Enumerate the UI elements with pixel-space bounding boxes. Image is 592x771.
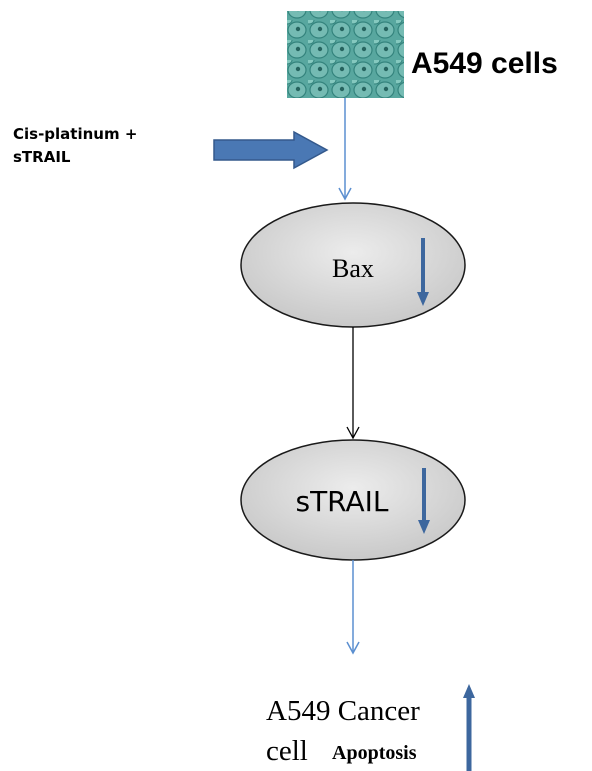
bax-down-arrow [417, 238, 429, 306]
cells-image [287, 11, 404, 98]
outcome-line2-b: Apoptosis [332, 742, 417, 764]
strail-label: sTRAIL [295, 485, 388, 518]
treatment-block-arrow [213, 130, 329, 170]
strail-down-arrow [418, 468, 430, 534]
bax-label: Bax [332, 254, 374, 283]
apoptosis-up-arrow [463, 684, 475, 771]
outcome-line1: A549 Cancer [266, 695, 420, 727]
connector-strail-to-outcome [346, 560, 360, 655]
connector-bax-to-strail [346, 327, 360, 440]
treatment-label-line1: Cis-platinum + [13, 125, 137, 143]
outcome-line2-a: cell [266, 735, 308, 767]
treatment-label-line2: sTRAIL [13, 148, 71, 166]
connector-cells-to-bax [338, 98, 352, 201]
cells-label: A549 cells [411, 47, 558, 80]
